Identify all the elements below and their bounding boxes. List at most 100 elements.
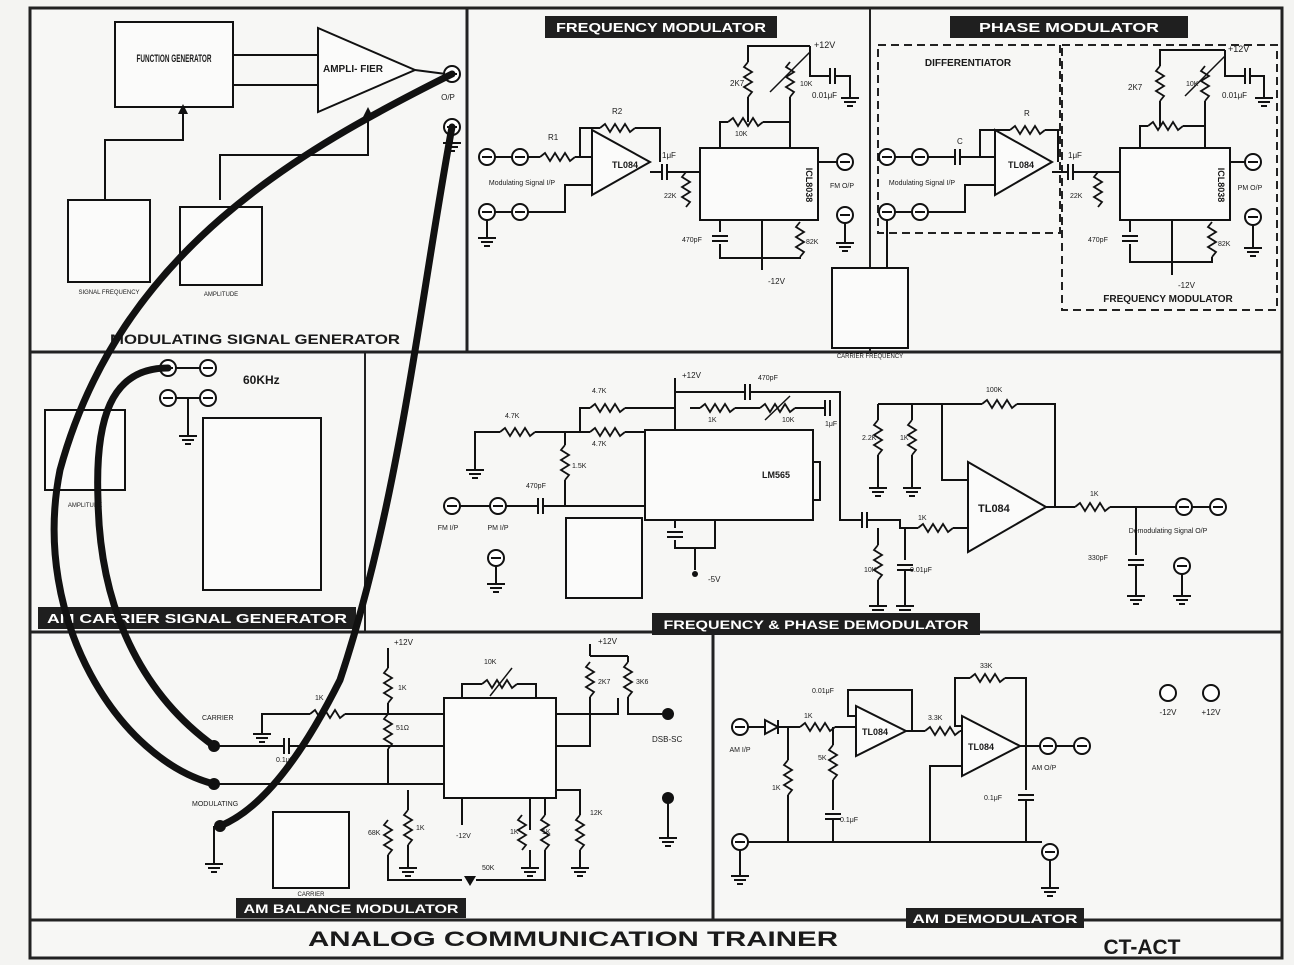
amb-r10k-label: 10K: [484, 659, 497, 666]
carrier-ground-terminal[interactable]: [159, 389, 177, 407]
fm-c001-label: 0.01μF: [812, 91, 837, 100]
amd-c001-label: 0.01μF: [812, 688, 834, 695]
fm-ip-label: FM I/P: [438, 525, 459, 532]
am-input-label: AM I/P: [729, 747, 750, 754]
fm-r1-label: R1: [548, 133, 559, 142]
amplitude-label: AMPLITUDE: [204, 292, 238, 298]
pm-input-terminal[interactable]: [911, 148, 929, 166]
pm-output-ground[interactable]: [1244, 208, 1262, 226]
fm-ground-terminal[interactable]: [511, 203, 529, 221]
patch-cord[interactable]: [94, 364, 218, 750]
fm-opamp: [591, 128, 653, 197]
neg12-power-jack[interactable]: [1159, 684, 1177, 702]
signal-frequency-knob[interactable]: [67, 199, 151, 283]
amd-ground-terminal[interactable]: [731, 833, 749, 851]
carrier-frequency-knob[interactable]: [831, 267, 909, 349]
am-demodulator: AM I/P 1K 1K 5K 0.1μF TL084 0.01μF 3.3K …: [729, 663, 1221, 928]
fm-ic-label: ICL8038: [804, 168, 814, 203]
amb-r12k-label: 12K: [590, 810, 603, 817]
amd-ground-terminal[interactable]: [1041, 843, 1059, 861]
fpd-opamp-label: TL084: [978, 503, 1011, 515]
am-output-terminal[interactable]: [1073, 737, 1091, 755]
amb-r3k6-label: 3K6: [636, 679, 649, 686]
fpd-r47a-label: 4.7K: [505, 413, 520, 420]
am-balance-modulator: CARRIER MODULATING 0.1μF 1K +12V 1K 51Ω …: [192, 637, 682, 918]
fpd-r22k-label: 2.2K: [862, 435, 877, 442]
carrier-amplitude-label: AMPLITUDE: [68, 503, 102, 509]
fm-ip-terminal[interactable]: [443, 497, 461, 515]
carrier-input-label: CARRIER: [202, 715, 234, 722]
fm-input-label: Modulating Signal I/P: [489, 180, 555, 187]
carrier-frequency-label: CARRIER FREQUENCY: [837, 354, 903, 360]
patch-cord[interactable]: [50, 70, 456, 788]
fpd-r1kc-label: 1K: [1090, 491, 1099, 498]
am-input-terminal[interactable]: [731, 718, 749, 736]
demod-output-terminal[interactable]: [1175, 498, 1193, 516]
fm-output-terminal[interactable]: [836, 153, 854, 171]
amb-r1kc-label: 1K: [510, 829, 519, 836]
fpd-r1ka-label: 1K: [900, 435, 909, 442]
fp-demodulator: FM I/P PM I/P 470pF 4.7K 4.7K +12V 4.7K …: [438, 371, 1227, 635]
pos12-power-jack[interactable]: [1202, 684, 1220, 702]
amd-r33-label: 3.3K: [928, 715, 943, 722]
pm-opamp-label: TL084: [1008, 160, 1034, 170]
fpd-r1kb-label: 1K: [918, 515, 927, 522]
fpd-r47c-label: 4.7K: [592, 441, 607, 448]
amb-r1ka-label: 1K: [398, 685, 407, 692]
fpd-opamp: [967, 460, 1049, 554]
pm-supply-pos: +12V: [1228, 44, 1249, 54]
dsbsc-output-jack[interactable]: [662, 708, 674, 720]
pm-pot-label: 10K: [1186, 81, 1199, 88]
am-output-label: AM O/P: [1032, 765, 1057, 772]
fm-banner: [545, 16, 777, 38]
board-model: CT-ACT: [1104, 936, 1181, 959]
fm-r22k-label: 22K: [664, 193, 677, 200]
fm-ground-terminal[interactable]: [478, 203, 496, 221]
carrier-ground-terminal[interactable]: [199, 389, 217, 407]
pos12-label: +12V: [1202, 708, 1222, 717]
pm-input-terminal[interactable]: [878, 148, 896, 166]
carrier-output-terminal[interactable]: [199, 359, 217, 377]
fpd-adjust-block[interactable]: [565, 517, 643, 599]
arrow-icon: [178, 104, 188, 114]
signal-frequency-label: SIGNAL FREQUENCY: [78, 290, 139, 296]
pm-ic: [1119, 147, 1231, 221]
fm-output-ground[interactable]: [836, 206, 854, 224]
am-carrier-generator: 60KHz AMPLITUDE AM CARRIER SIGNAL GENERA…: [38, 359, 356, 629]
fpd-c001b-label: 0.01μF: [910, 567, 932, 574]
demod-ground-terminal[interactable]: [1173, 557, 1191, 575]
pot-arrow: [769, 51, 811, 93]
fm-c470-label: 470pF: [682, 237, 702, 244]
fpd-supply-pos: +12V: [682, 371, 702, 380]
arrow-icon: [464, 876, 476, 886]
carrier-frequency-value: 60KHz: [243, 373, 280, 387]
pm-ground-terminal[interactable]: [911, 203, 929, 221]
pm-banner: [950, 16, 1188, 38]
fpd-banner-text: FREQUENCY & PHASE DEMODULATOR: [664, 618, 969, 632]
inner-fm-label: FREQUENCY MODULATOR: [1103, 294, 1233, 305]
fm-supply-neg: -12V: [768, 277, 786, 286]
amb-ic: [443, 697, 557, 799]
fpd-ground-terminal[interactable]: [487, 549, 505, 567]
pm-ip-terminal[interactable]: [489, 497, 507, 515]
fpd-r15-label: 1.5K: [572, 463, 587, 470]
pm-ground-terminal[interactable]: [878, 203, 896, 221]
amb-supply-pos2: +12V: [598, 637, 618, 646]
frequency-modulator: FREQUENCY MODULATOR Modulating Signal I/…: [477, 16, 860, 286]
fpd-r10ka-label: 10K: [864, 567, 877, 574]
amd-opamp2: [961, 714, 1023, 778]
am-output-terminal[interactable]: [1039, 737, 1057, 755]
patch-cord[interactable]: [216, 123, 456, 830]
amplifier-block: [317, 26, 418, 114]
amb-supply-neg: -12V: [456, 833, 471, 840]
amb-carrier-knob[interactable]: [272, 811, 350, 889]
pm-ip-label: PM I/P: [487, 525, 508, 532]
fm-input-terminal[interactable]: [478, 148, 496, 166]
pm-r2k7-label: 2K7: [1128, 83, 1143, 92]
demod-output-terminal[interactable]: [1209, 498, 1227, 516]
pm-r22k-label: 22K: [1070, 193, 1083, 200]
fm-input-terminal[interactable]: [511, 148, 529, 166]
differentiator-box: [877, 44, 1061, 234]
pm-output-terminal[interactable]: [1244, 153, 1262, 171]
fm-r2-label: R2: [612, 107, 623, 116]
